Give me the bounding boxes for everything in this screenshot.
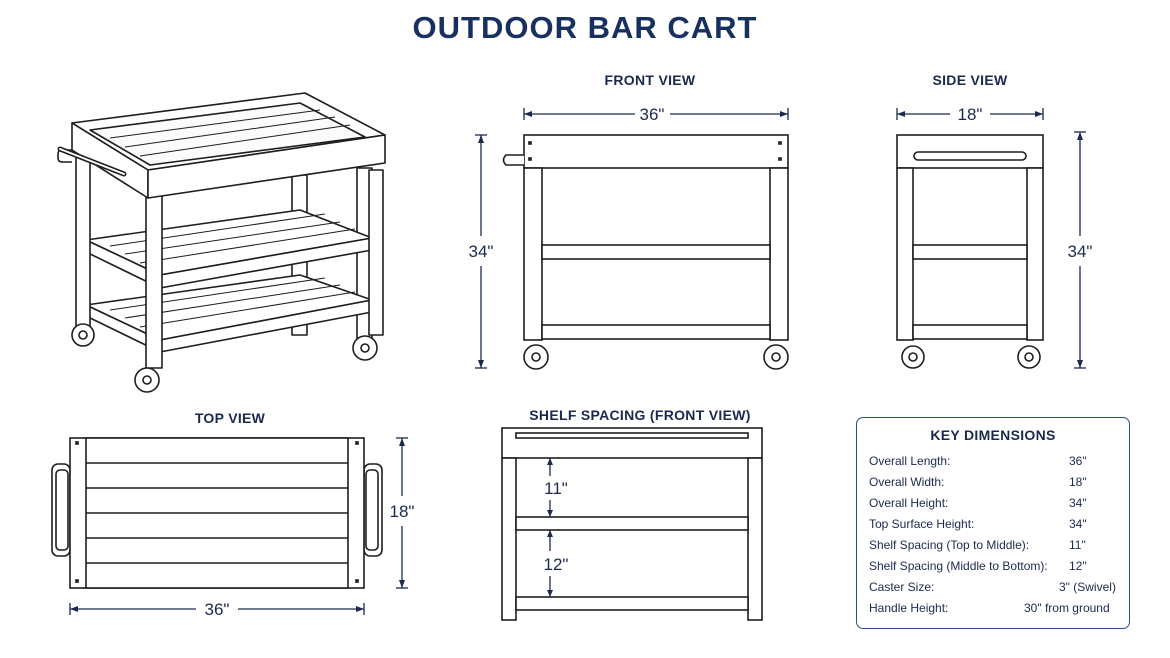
key-dimensions-title: KEY DIMENSIONS: [930, 427, 1056, 443]
front-width-dim: 36": [640, 105, 665, 124]
key-label: Overall Length:: [869, 454, 951, 468]
key-value: 18": [1069, 475, 1087, 489]
key-row-caster-size: Caster Size: 3" (Swivel): [869, 580, 1121, 601]
top-width-dim: 36": [205, 600, 230, 619]
key-value: 34": [1069, 517, 1087, 531]
key-value: 11": [1069, 538, 1086, 552]
side-height-dim: 34": [1068, 242, 1093, 261]
page-title: OUTDOOR BAR CART: [412, 10, 758, 45]
key-dimensions-panel: KEY DIMENSIONS Overall Length: 36" Overa…: [856, 417, 1130, 629]
key-label: Overall Height:: [869, 496, 949, 510]
key-label: Handle Height:: [869, 601, 949, 615]
side-width-dim: 18": [958, 105, 983, 124]
key-value: 12": [1069, 559, 1087, 573]
key-value: 3" (Swivel): [1059, 580, 1116, 594]
key-row-overall-height: Overall Height: 34": [869, 496, 1121, 517]
key-value: 34": [1069, 496, 1087, 510]
front-height-dim: 34": [469, 242, 494, 261]
key-row-overall-length: Overall Length: 36": [869, 454, 1121, 475]
key-row-overall-width: Overall Width: 18": [869, 475, 1121, 496]
key-row-shelf-spacing-top-middle: Shelf Spacing (Top to Middle): 11": [869, 538, 1121, 559]
key-row-shelf-spacing-middle-bottom: Shelf Spacing (Middle to Bottom): 12": [869, 559, 1121, 580]
key-label: Overall Width:: [869, 475, 945, 489]
side-view-label: SIDE VIEW: [932, 72, 1008, 88]
key-value: 30" from ground: [1024, 601, 1110, 615]
key-label: Shelf Spacing (Top to Middle):: [869, 538, 1030, 552]
key-label: Caster Size:: [869, 580, 935, 594]
key-value: 36": [1069, 454, 1087, 468]
front-view-label: FRONT VIEW: [604, 72, 696, 88]
key-row-handle-height: Handle Height: 30" from ground: [869, 601, 1121, 622]
shelf-spacing-label: SHELF SPACING (FRONT VIEW): [529, 407, 751, 423]
key-label: Top Surface Height:: [869, 517, 975, 531]
key-label: Shelf Spacing (Middle to Bottom):: [869, 559, 1048, 573]
upper-shelf-spacing-dim: 11": [544, 479, 568, 498]
lower-shelf-spacing-dim: 12": [544, 555, 569, 574]
top-view-label: TOP VIEW: [194, 410, 266, 426]
top-depth-dim: 18": [390, 502, 415, 521]
key-row-top-surface-height: Top Surface Height: 34": [869, 517, 1121, 538]
